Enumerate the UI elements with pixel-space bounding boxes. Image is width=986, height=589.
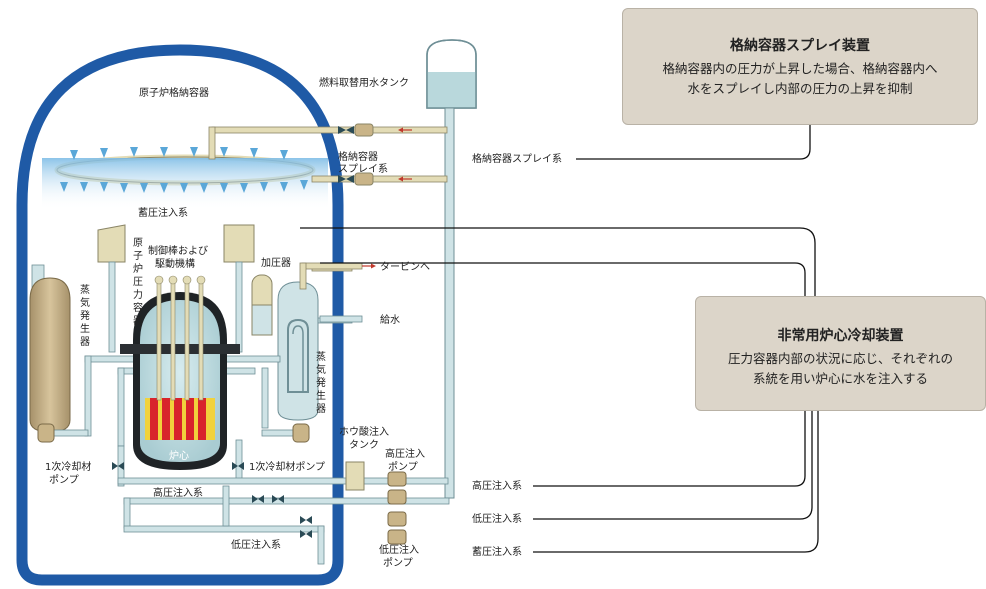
label-hp-pump-a: 高圧注入 xyxy=(385,447,425,460)
label-lp-right: 低圧注入系 xyxy=(472,512,522,525)
callout-eccs-title: 非常用炉心冷却装置 xyxy=(777,328,904,344)
label-spray-b: スプレイ系 xyxy=(338,163,388,175)
pressurizer xyxy=(251,274,273,336)
svg-text:器: 器 xyxy=(316,403,326,415)
svg-text:発: 発 xyxy=(80,309,90,322)
check-valves xyxy=(112,462,312,538)
label-boric-b: タンク xyxy=(349,439,379,451)
svg-text:蒸: 蒸 xyxy=(316,351,326,363)
callout-spray-line2: 水をスプレイし内部の圧力の上昇を抑制 xyxy=(687,81,913,96)
svg-text:原: 原 xyxy=(133,237,143,249)
steam-generator-left xyxy=(29,264,71,433)
svg-text:器: 器 xyxy=(133,315,143,327)
label-accumulator: 蓄圧注入系 xyxy=(138,206,188,219)
label-to-turbine: タービンへ xyxy=(380,261,430,273)
label-spray-a: 格納容器 xyxy=(338,150,378,163)
callout-spray-line1: 格納容器内の圧力が上昇した場合、格納容器内へ xyxy=(662,61,938,76)
control-rods xyxy=(154,275,206,401)
svg-text:蒸: 蒸 xyxy=(80,284,90,296)
boric-acid-tank xyxy=(345,461,365,491)
label-sg-left: 蒸 気 発 生 器 xyxy=(80,284,90,348)
label-boric-a: ホウ酸注入 xyxy=(339,425,389,438)
spray-lines xyxy=(208,123,448,186)
label-accumulator-right: 蓄圧注入系 xyxy=(472,545,522,558)
label-lp-pump-a: 低圧注入 xyxy=(379,543,419,556)
svg-text:気: 気 xyxy=(80,296,90,309)
accumulator-tanks xyxy=(97,224,255,353)
label-pressurizer: 加圧器 xyxy=(261,257,291,269)
callout-eccs-line2: 系統を用い炉心に水を注入する xyxy=(752,371,928,386)
primary-loops xyxy=(37,355,450,565)
spray-nozzles xyxy=(60,147,308,193)
label-hp-inner: 高圧注入系 xyxy=(153,486,203,499)
callout-eccs: 非常用炉心冷却装置 圧力容器内部の状況に応じ、それぞれの 系統を用い炉心に水を注… xyxy=(695,296,986,411)
svg-text:発: 発 xyxy=(316,376,326,389)
label-hp-right: 高圧注入系 xyxy=(472,479,522,492)
label-reactor-vessel: 原 子 炉 圧 力 容 器 xyxy=(133,237,143,327)
leader-lines xyxy=(300,125,819,553)
label-lp-pump-b: ポンプ xyxy=(383,557,413,569)
label-spray-right: 格納容器スプレイ系 xyxy=(472,152,562,165)
core-fuel xyxy=(150,398,206,440)
label-core: 炉心 xyxy=(169,450,189,462)
callout-eccs-line1: 圧力容器内部の状況に応じ、それぞれの xyxy=(727,351,953,366)
label-fuel-tank: 燃料取替用水タンク xyxy=(319,76,409,89)
svg-text:気: 気 xyxy=(316,363,326,376)
svg-text:器: 器 xyxy=(80,336,90,348)
label-primary-pump-left-a: 1次冷却材 xyxy=(45,460,91,473)
injection-pumps xyxy=(387,471,407,545)
fuel-water-tank xyxy=(426,39,477,109)
svg-text:炉: 炉 xyxy=(133,263,143,275)
label-primary-pump-right: 1次冷却材ポンプ xyxy=(249,460,325,473)
svg-text:生: 生 xyxy=(80,322,90,335)
svg-text:圧: 圧 xyxy=(133,277,143,288)
label-containment: 原子炉格納容器 xyxy=(139,86,209,99)
label-feedwater: 給水 xyxy=(380,313,400,326)
svg-text:力: 力 xyxy=(133,288,143,301)
primary-pumps xyxy=(37,423,310,443)
label-primary-pump-left-b: ポンプ xyxy=(49,474,79,486)
callout-spray-title: 格納容器スプレイ装置 xyxy=(730,38,870,54)
svg-text:生: 生 xyxy=(316,389,326,402)
label-hp-pump-b: ポンプ xyxy=(388,461,418,473)
label-lp-inner: 低圧注入系 xyxy=(231,538,281,551)
callout-spray: 格納容器スプレイ装置 格納容器内の圧力が上昇した場合、格納容器内へ 水をスプレイ… xyxy=(622,8,978,125)
label-control-rod-b: 駆動機構 xyxy=(155,257,195,270)
svg-text:子: 子 xyxy=(133,250,143,262)
label-control-rod-a: 制御棒および xyxy=(148,244,208,257)
label-sg-right: 蒸 気 発 生 器 xyxy=(316,351,326,415)
svg-text:容: 容 xyxy=(133,301,143,314)
